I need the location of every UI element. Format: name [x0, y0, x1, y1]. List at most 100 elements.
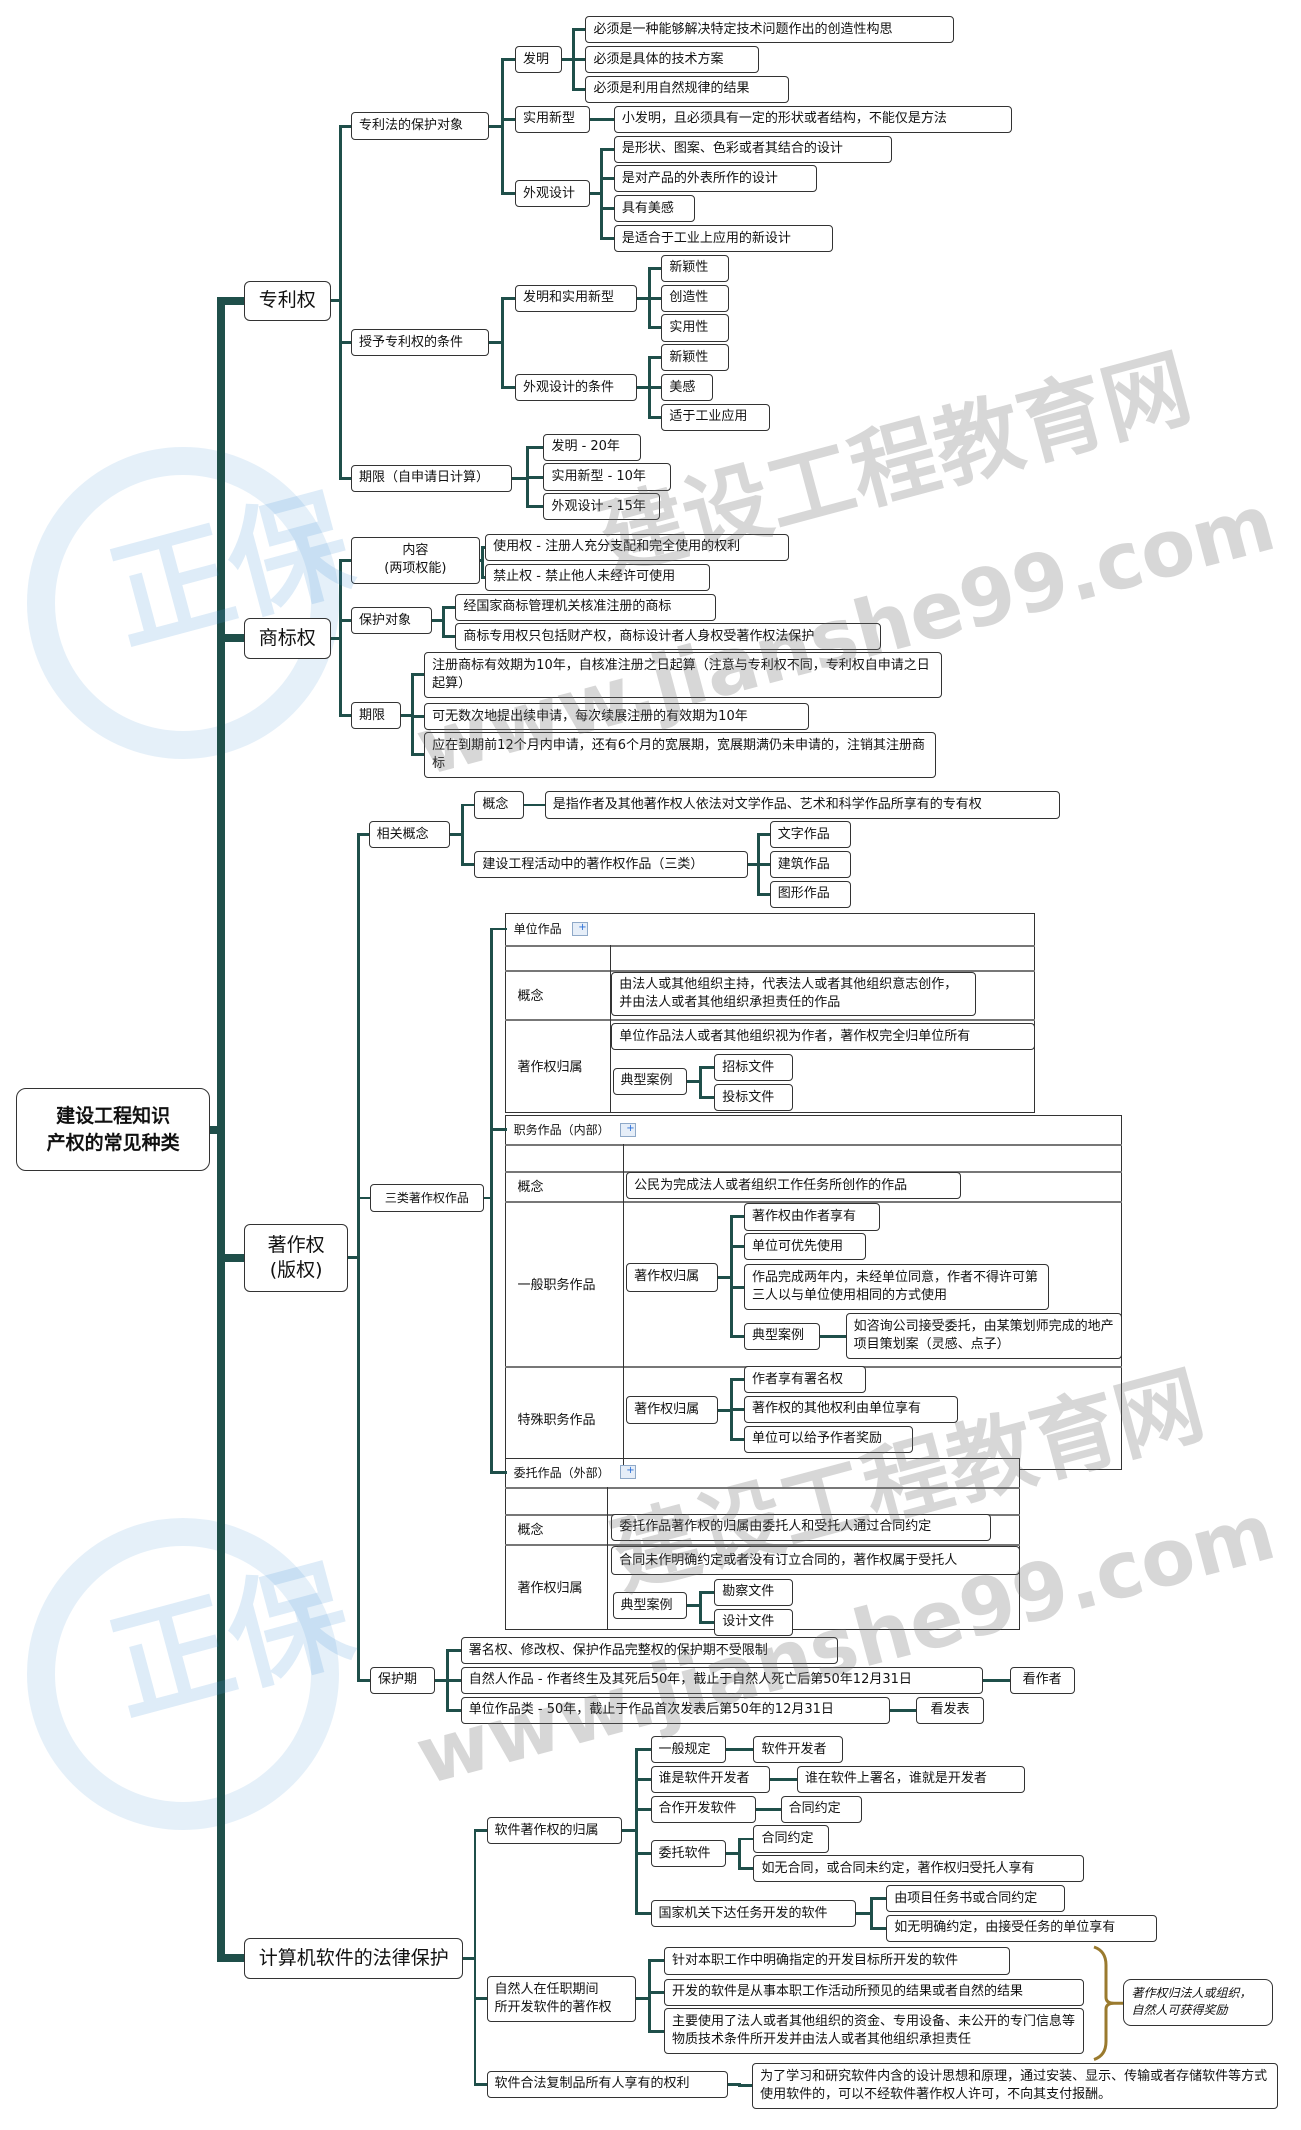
connector-line [573, 58, 587, 62]
node-w3: 典型案例 [612, 1592, 688, 1620]
node-sc: 软件合法复制品所有人享有的权利 [486, 2070, 728, 2098]
table-row-divider [505, 1543, 1021, 1546]
connector-line [738, 1748, 742, 1752]
table-row-label: 特殊职务作品 [517, 1412, 596, 1428]
connector-line [475, 1829, 488, 1833]
node-tc0: 使用权 - 注册人充分支配和完全使用的权利 [485, 533, 789, 562]
node-u31: 投标文件 [714, 1084, 793, 1112]
node-s30: 作者享有署名权 [744, 1366, 866, 1394]
node-w31: 设计文件 [714, 1608, 793, 1636]
node-pd2: 具有美感 [613, 195, 696, 223]
table-row-label: 著作权归属 [517, 1581, 583, 1597]
node-pd3: 是适合于工业上应用的新设计 [613, 224, 834, 253]
connector-line [871, 1926, 888, 1930]
connector-line [718, 1275, 733, 1279]
node-pi: 发明 [514, 46, 563, 74]
connector-line [573, 28, 587, 32]
table-row-label: 概念 [517, 1523, 544, 1539]
connector-line [649, 326, 663, 330]
node-se2: 主要使用了法人或者其他组织的资金、专用设备、未公开的专门信息等物质技术条件所开发… [664, 2008, 1085, 2055]
connector-line [220, 1253, 248, 1262]
connector-line [636, 1912, 652, 1916]
node-w30: 勘察文件 [714, 1578, 793, 1606]
connector-line [447, 1708, 463, 1712]
node-se1: 开发的软件是从事本职工作活动所预见的结果或者自然的结果 [664, 1978, 1085, 2006]
connector-line [636, 296, 651, 300]
connector-line [636, 386, 651, 390]
connector-line [636, 1777, 652, 1781]
node-pt1: 实用新型 - 10年 [543, 463, 671, 491]
connector-line [482, 546, 487, 549]
connector-line [220, 1954, 248, 1963]
table-row-divider [505, 1019, 1036, 1022]
table-row-divider [505, 1486, 1021, 1489]
node-pi0: 必须是一种能够解决特定技术问题作出的创造性构思 [585, 16, 955, 44]
connector-line [216, 296, 225, 1963]
node-pci2: 实用性 [661, 314, 730, 342]
branch-trademark: 商标权 [243, 617, 331, 659]
connector-line [340, 124, 353, 128]
connector-line [412, 673, 426, 677]
node-r4: 国家机关下达任务开发的软件 [650, 1900, 857, 1928]
connector-line [330, 636, 343, 640]
add-table-row-icon[interactable]: + [571, 921, 588, 936]
connector-line [527, 445, 545, 449]
node-r00: 软件开发者 [753, 1736, 843, 1764]
connector-line [432, 619, 446, 623]
node-se: 自然人在任职期间 所开发软件的著作权 [486, 1975, 636, 2022]
table-row-divider [505, 970, 1036, 973]
connector-line [524, 803, 537, 807]
connector-line [475, 2082, 488, 2086]
node-r40: 由项目任务书或合同约定 [886, 1885, 1066, 1913]
connector-line [358, 833, 371, 837]
connector-line [731, 1378, 746, 1382]
connector-line [401, 714, 415, 718]
connector-line [356, 833, 360, 1682]
add-table-row-icon[interactable]: + [619, 1122, 636, 1137]
note-publication: 看发表 [916, 1696, 984, 1724]
node-s22: 作品完成两年内，未经单位同意，作者不得许可第三人以与单位使用相同的方式使用 [744, 1264, 1049, 1311]
node-ct2: 单位作品类 - 50年，截止于作品首次发表后第50年的12月31日 [460, 1696, 891, 1724]
connector-line [700, 1096, 716, 1100]
connector-line [700, 1620, 716, 1624]
node-tc1: 禁止权 - 禁止他人未经许可使用 [485, 563, 711, 591]
connector-line [756, 1807, 770, 1811]
connector-line [649, 1959, 666, 1963]
connector-line [483, 1196, 494, 1200]
connector-line [573, 87, 587, 91]
connector-line [442, 605, 446, 639]
node-c3: 三类著作权作品 [369, 1184, 484, 1212]
node-ccw0: 文字作品 [769, 821, 852, 849]
connector-line [769, 1777, 785, 1781]
connector-line [502, 192, 517, 196]
connector-line [601, 117, 616, 121]
node-r2: 合作开发软件 [650, 1795, 757, 1823]
curly-brace-icon [1093, 1945, 1128, 2061]
connector-line [589, 192, 604, 196]
node-po: 专利法的保护对象 [350, 112, 490, 140]
node-r10: 谁在软件上署名，谁就是开发者 [796, 1765, 1025, 1793]
connector-line [527, 475, 545, 479]
connector-line [435, 1678, 450, 1682]
connector-line [996, 1678, 1012, 1682]
add-table-row-icon[interactable]: + [619, 1465, 636, 1480]
connector-line [601, 147, 616, 151]
connector-line [649, 2029, 666, 2033]
connector-line [636, 1748, 652, 1752]
node-tp0: 经国家商标管理机关核准注册的商标 [455, 593, 716, 621]
node-ccw: 建设工程活动中的著作权作品（三类） [474, 851, 749, 879]
connector-line [340, 714, 353, 718]
node-ct: 保护期 [369, 1666, 436, 1694]
connector-line [649, 266, 663, 270]
node-ccc: 概念 [474, 791, 525, 819]
connector-line [648, 1959, 652, 2033]
branch-patent: 专利权 [243, 280, 331, 322]
node-s1: 公民为完成法人或者组织工作任务所创作的作品 [626, 1172, 961, 1200]
connector-line [412, 753, 426, 757]
connector-line [443, 605, 457, 609]
connector-line [729, 1215, 733, 1338]
connector-line [340, 341, 353, 345]
connector-line [739, 2084, 754, 2088]
connector-line [649, 1990, 666, 1994]
